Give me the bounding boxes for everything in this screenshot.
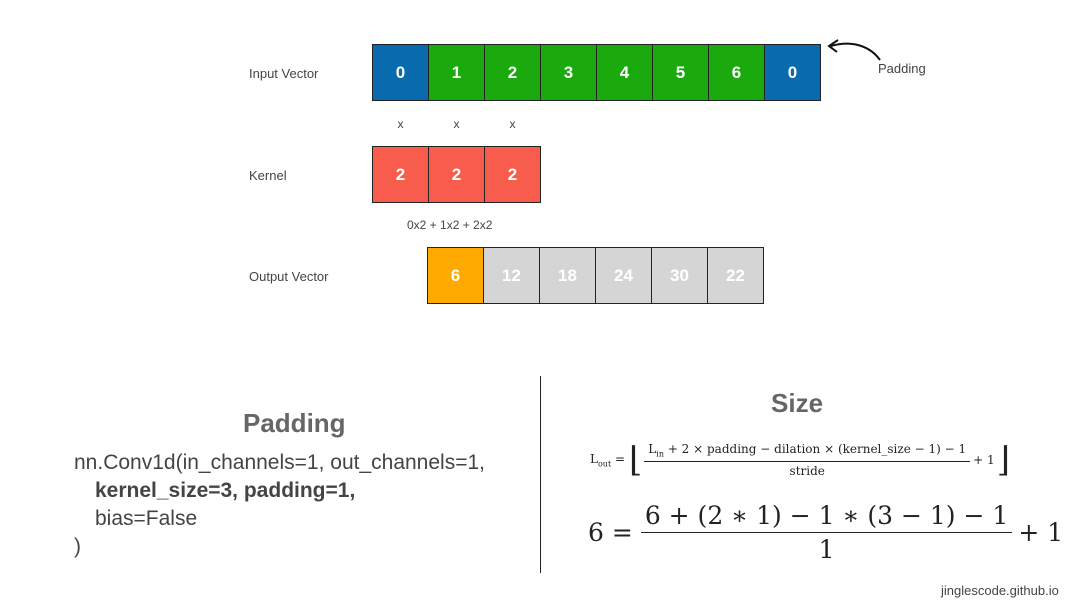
- example-formula: 6 = 6 + (2 ∗ 1) − 1 ∗ (3 − 1) − 1 1 + 1: [588, 500, 1064, 564]
- multiply-symbol-0: x: [397, 117, 404, 131]
- output-cell-5: 22: [707, 247, 764, 304]
- size-title: Size: [771, 388, 824, 418]
- padding-annotation: Padding: [878, 61, 926, 76]
- input-cell-1: 1: [428, 44, 485, 101]
- section-divider: [540, 376, 541, 573]
- code-line-4: ): [74, 535, 81, 558]
- output-cell-3: 24: [595, 247, 652, 304]
- input-cell-2: 2: [484, 44, 541, 101]
- kernel-cell-1: 2: [428, 146, 485, 203]
- output-cell-4: 30: [651, 247, 708, 304]
- footer-url: jinglescode.github.io: [941, 583, 1059, 598]
- input-cell-0: 0: [372, 44, 429, 101]
- input-cell-7: 0: [764, 44, 821, 101]
- input-cell-5: 5: [652, 44, 709, 101]
- input-cell-6: 6: [708, 44, 765, 101]
- output-vector-label: Output Vector: [249, 269, 329, 284]
- code-block: nn.Conv1d(in_channels=1, out_channels=1,…: [74, 449, 485, 561]
- padding-arrow-icon: [827, 39, 881, 61]
- input-cell-4: 4: [596, 44, 653, 101]
- multiply-symbol-2: x: [509, 117, 516, 131]
- kernel-label: Kernel: [249, 168, 287, 183]
- kernel-cell-2: 2: [484, 146, 541, 203]
- output-cell-1: 12: [483, 247, 540, 304]
- code-line-3: bias=False: [95, 507, 198, 530]
- formula-lhs: Lout =: [590, 451, 626, 469]
- computation-text: 0x2 + 1x2 + 2x2: [407, 218, 493, 232]
- example-fraction: 6 + (2 ∗ 1) − 1 ∗ (3 − 1) − 1 1: [640, 501, 1013, 564]
- formula-fraction: Lin + 2 × padding − dilation × (kernel_s…: [644, 442, 971, 478]
- input-vector-label: Input Vector: [249, 66, 319, 81]
- general-formula: Lout = ⌊ Lin + 2 × padding − dilation × …: [590, 440, 1010, 480]
- code-line-1: nn.Conv1d(in_channels=1, out_channels=1,: [74, 451, 485, 474]
- multiply-symbol-1: x: [453, 117, 460, 131]
- padding-title: Padding: [243, 408, 346, 438]
- output-cell-0: 6: [427, 247, 484, 304]
- input-cell-3: 3: [540, 44, 597, 101]
- kernel-cell-0: 2: [372, 146, 429, 203]
- code-line-2: kernel_size=3, padding=1,: [95, 479, 356, 502]
- output-cell-2: 18: [539, 247, 596, 304]
